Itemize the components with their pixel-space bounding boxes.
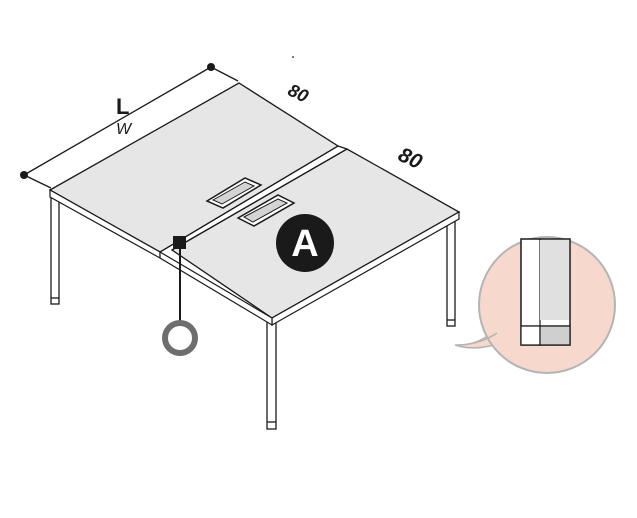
stray-mark bbox=[292, 56, 294, 58]
length-dimension bbox=[20, 63, 239, 189]
desktop-back bbox=[48, 82, 340, 260]
depth-label-left: 80 bbox=[285, 80, 312, 107]
leg-left bbox=[50, 197, 60, 305]
cable-grommet-icon bbox=[205, 177, 296, 227]
leg-front bbox=[266, 321, 277, 430]
length-label: L bbox=[116, 94, 129, 119]
depth-label-right: 80 bbox=[395, 143, 426, 174]
callout-badge: A bbox=[276, 214, 334, 272]
dimension-endpoint-left bbox=[20, 171, 28, 179]
badge-letter: A bbox=[291, 223, 318, 265]
leg-foot-detail-icon bbox=[454, 236, 616, 374]
dimension-endpoint-right bbox=[207, 63, 215, 71]
leg-right bbox=[446, 211, 456, 327]
cable-ring-icon bbox=[162, 236, 198, 356]
width-label: W bbox=[116, 121, 133, 138]
